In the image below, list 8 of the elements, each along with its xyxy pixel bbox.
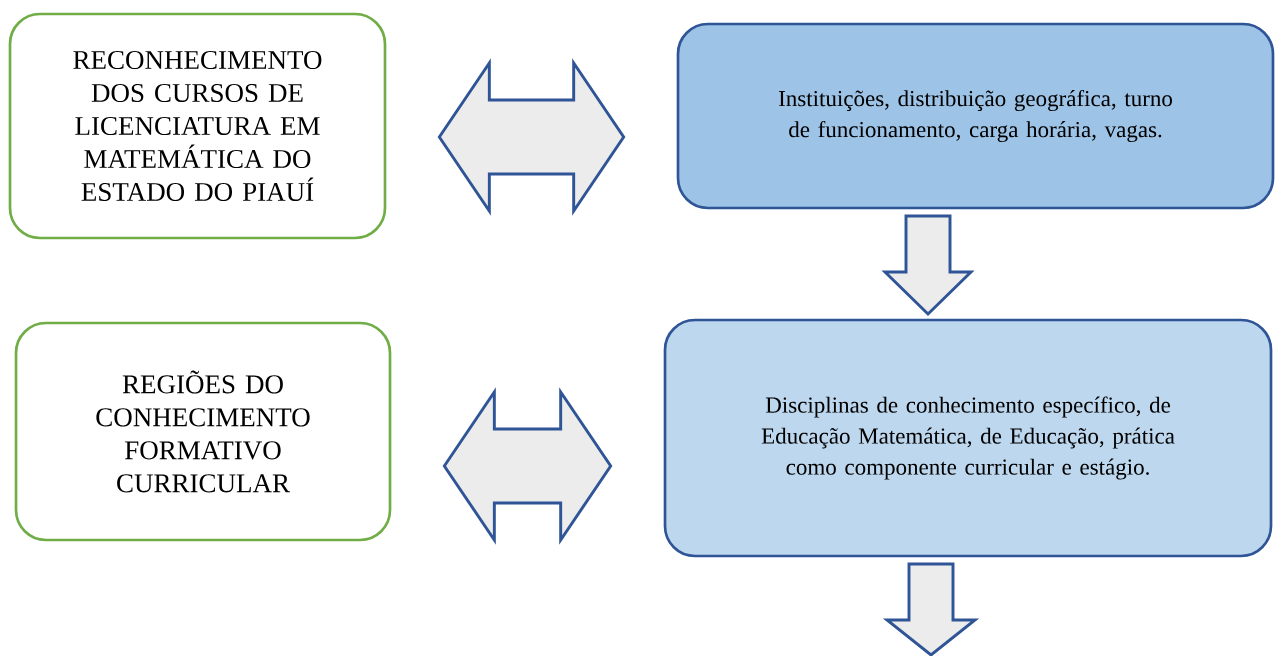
block-arrow [442,387,613,545]
rounded-box: Instituições, distribuição geográfica, turno de funcionamento, carga horária, vagas. [676,22,1275,210]
block-arrow [882,562,980,656]
rounded-box: REGIÕES DO CONHECIMENTO FORMATIVO CURRICULAR [14,321,392,542]
block-arrow [437,58,626,216]
rounded-box: RECONHECIMENTO DOS CURSOS DE LICENCIATURA EM MATEMÁTICA DO ESTADO DO PIAUÍ [8,12,387,240]
rounded-box: Disciplinas de conhecimento específico, de Educação Matemática, de Educação, prática como componente curricular e estágio. [663,318,1273,558]
block-arrow [881,214,975,317]
